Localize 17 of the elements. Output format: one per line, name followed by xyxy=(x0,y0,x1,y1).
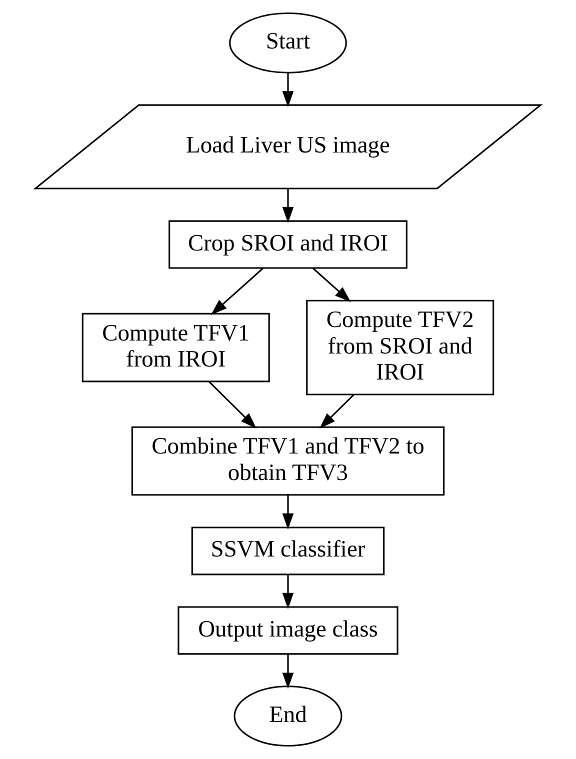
node-box: Compute TFV1 from IROI xyxy=(82,312,270,382)
arrow xyxy=(282,654,294,689)
node-ellipse: End xyxy=(234,686,342,747)
arrow xyxy=(312,268,351,302)
arrow xyxy=(282,495,294,530)
arrow xyxy=(282,574,294,610)
node-box: Output image class xyxy=(178,606,398,655)
arrow xyxy=(210,268,264,315)
arrow xyxy=(208,380,256,429)
arrow xyxy=(282,72,294,108)
node-box: SSVM classifier xyxy=(191,526,385,576)
node-box: Combine TFV1 and TFV2 to obtain TFV3 xyxy=(131,426,445,496)
node-box: Compute TFV2 from SROI and IROI xyxy=(306,300,494,396)
arrow xyxy=(282,188,294,224)
node-box: Crop SROI and IROI xyxy=(168,220,408,269)
arrow xyxy=(319,394,354,429)
node-ellipse: Start xyxy=(229,12,347,74)
